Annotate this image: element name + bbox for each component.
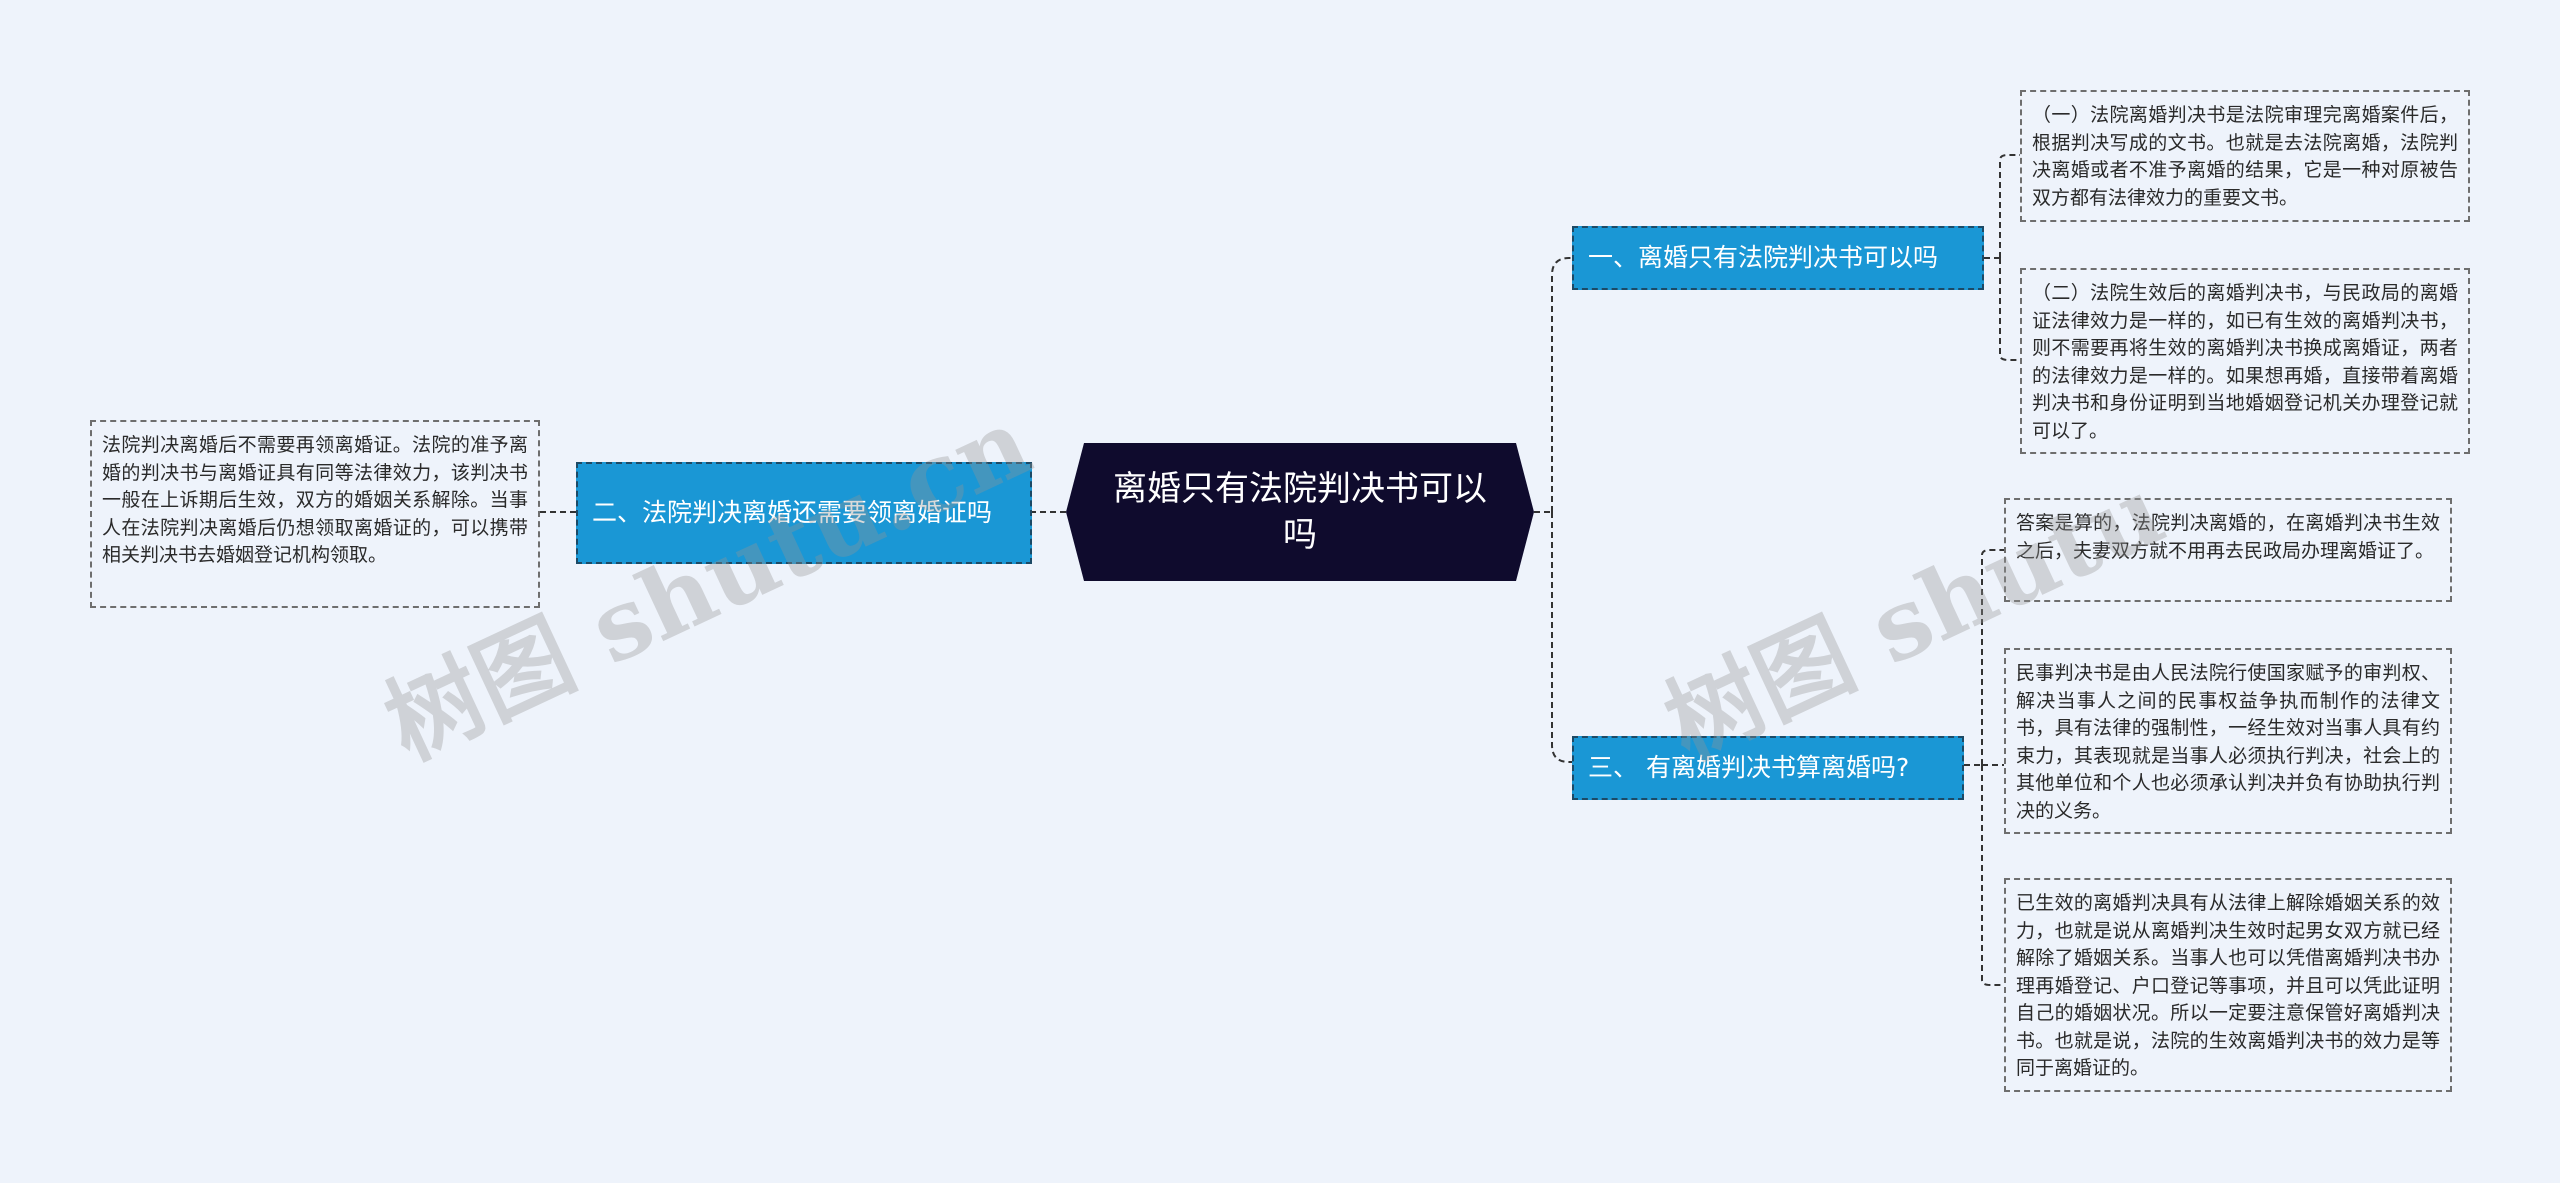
central-topic[interactable]: 离婚只有法院判决书可以吗 [1066, 443, 1534, 581]
leaf-3-3-text: 已生效的离婚判决具有从法律上解除婚姻关系的效力，也就是说从离婚判决生效时起男女双… [2016, 892, 2440, 1079]
leaf-1-2-text: （二）法院生效后的离婚判决书，与民政局的离婚证法律效力是一样的，如已有生效的离婚… [2032, 282, 2458, 442]
leaf-2-1-text: 法院判决离婚后不需要再领离婚证。法院的准予离婚的判决书与离婚证具有同等法律效力，… [102, 434, 528, 566]
leaf-1-1-text: （一）法院离婚判决书是法院审理完离婚案件后，根据判决写成的文书。也就是去法院离婚… [2032, 104, 2458, 209]
leaf-3-1-text: 答案是算的，法院判决离婚的，在离婚判决书生效之后，夫妻双方就不用再去民政局办理离… [2016, 512, 2440, 562]
leaf-1-2[interactable]: （二）法院生效后的离婚判决书，与民政局的离婚证法律效力是一样的，如已有生效的离婚… [2020, 268, 2470, 454]
leaf-2-1[interactable]: 法院判决离婚后不需要再领离婚证。法院的准予离婚的判决书与离婚证具有同等法律效力，… [90, 420, 540, 608]
branch-3[interactable]: 三、 有离婚判决书算离婚吗? [1572, 736, 1964, 800]
leaf-3-3[interactable]: 已生效的离婚判决具有从法律上解除婚姻关系的效力，也就是说从离婚判决生效时起男女双… [2004, 878, 2452, 1092]
leaf-3-1[interactable]: 答案是算的，法院判决离婚的，在离婚判决书生效之后，夫妻双方就不用再去民政局办理离… [2004, 498, 2452, 602]
branch-1[interactable]: 一、离婚只有法院判决书可以吗 [1572, 226, 1984, 290]
branch-2[interactable]: 二、法院判决离婚还需要领离婚证吗 [576, 462, 1032, 564]
leaf-3-2[interactable]: 民事判决书是由人民法院行使国家赋予的审判权、解决当事人之间的民事权益争执而制作的… [2004, 648, 2452, 834]
branch-3-label: 三、 有离婚判决书算离婚吗? [1588, 753, 1910, 782]
central-topic-label: 离婚只有法院判决书可以吗 [1113, 469, 1487, 555]
leaf-1-1[interactable]: （一）法院离婚判决书是法院审理完离婚案件后，根据判决写成的文书。也就是去法院离婚… [2020, 90, 2470, 222]
branch-1-label: 一、离婚只有法院判决书可以吗 [1588, 243, 1939, 272]
leaf-3-2-text: 民事判决书是由人民法院行使国家赋予的审判权、解决当事人之间的民事权益争执而制作的… [2016, 662, 2440, 822]
branch-2-label: 二、法院判决离婚还需要领离婚证吗 [592, 498, 993, 527]
